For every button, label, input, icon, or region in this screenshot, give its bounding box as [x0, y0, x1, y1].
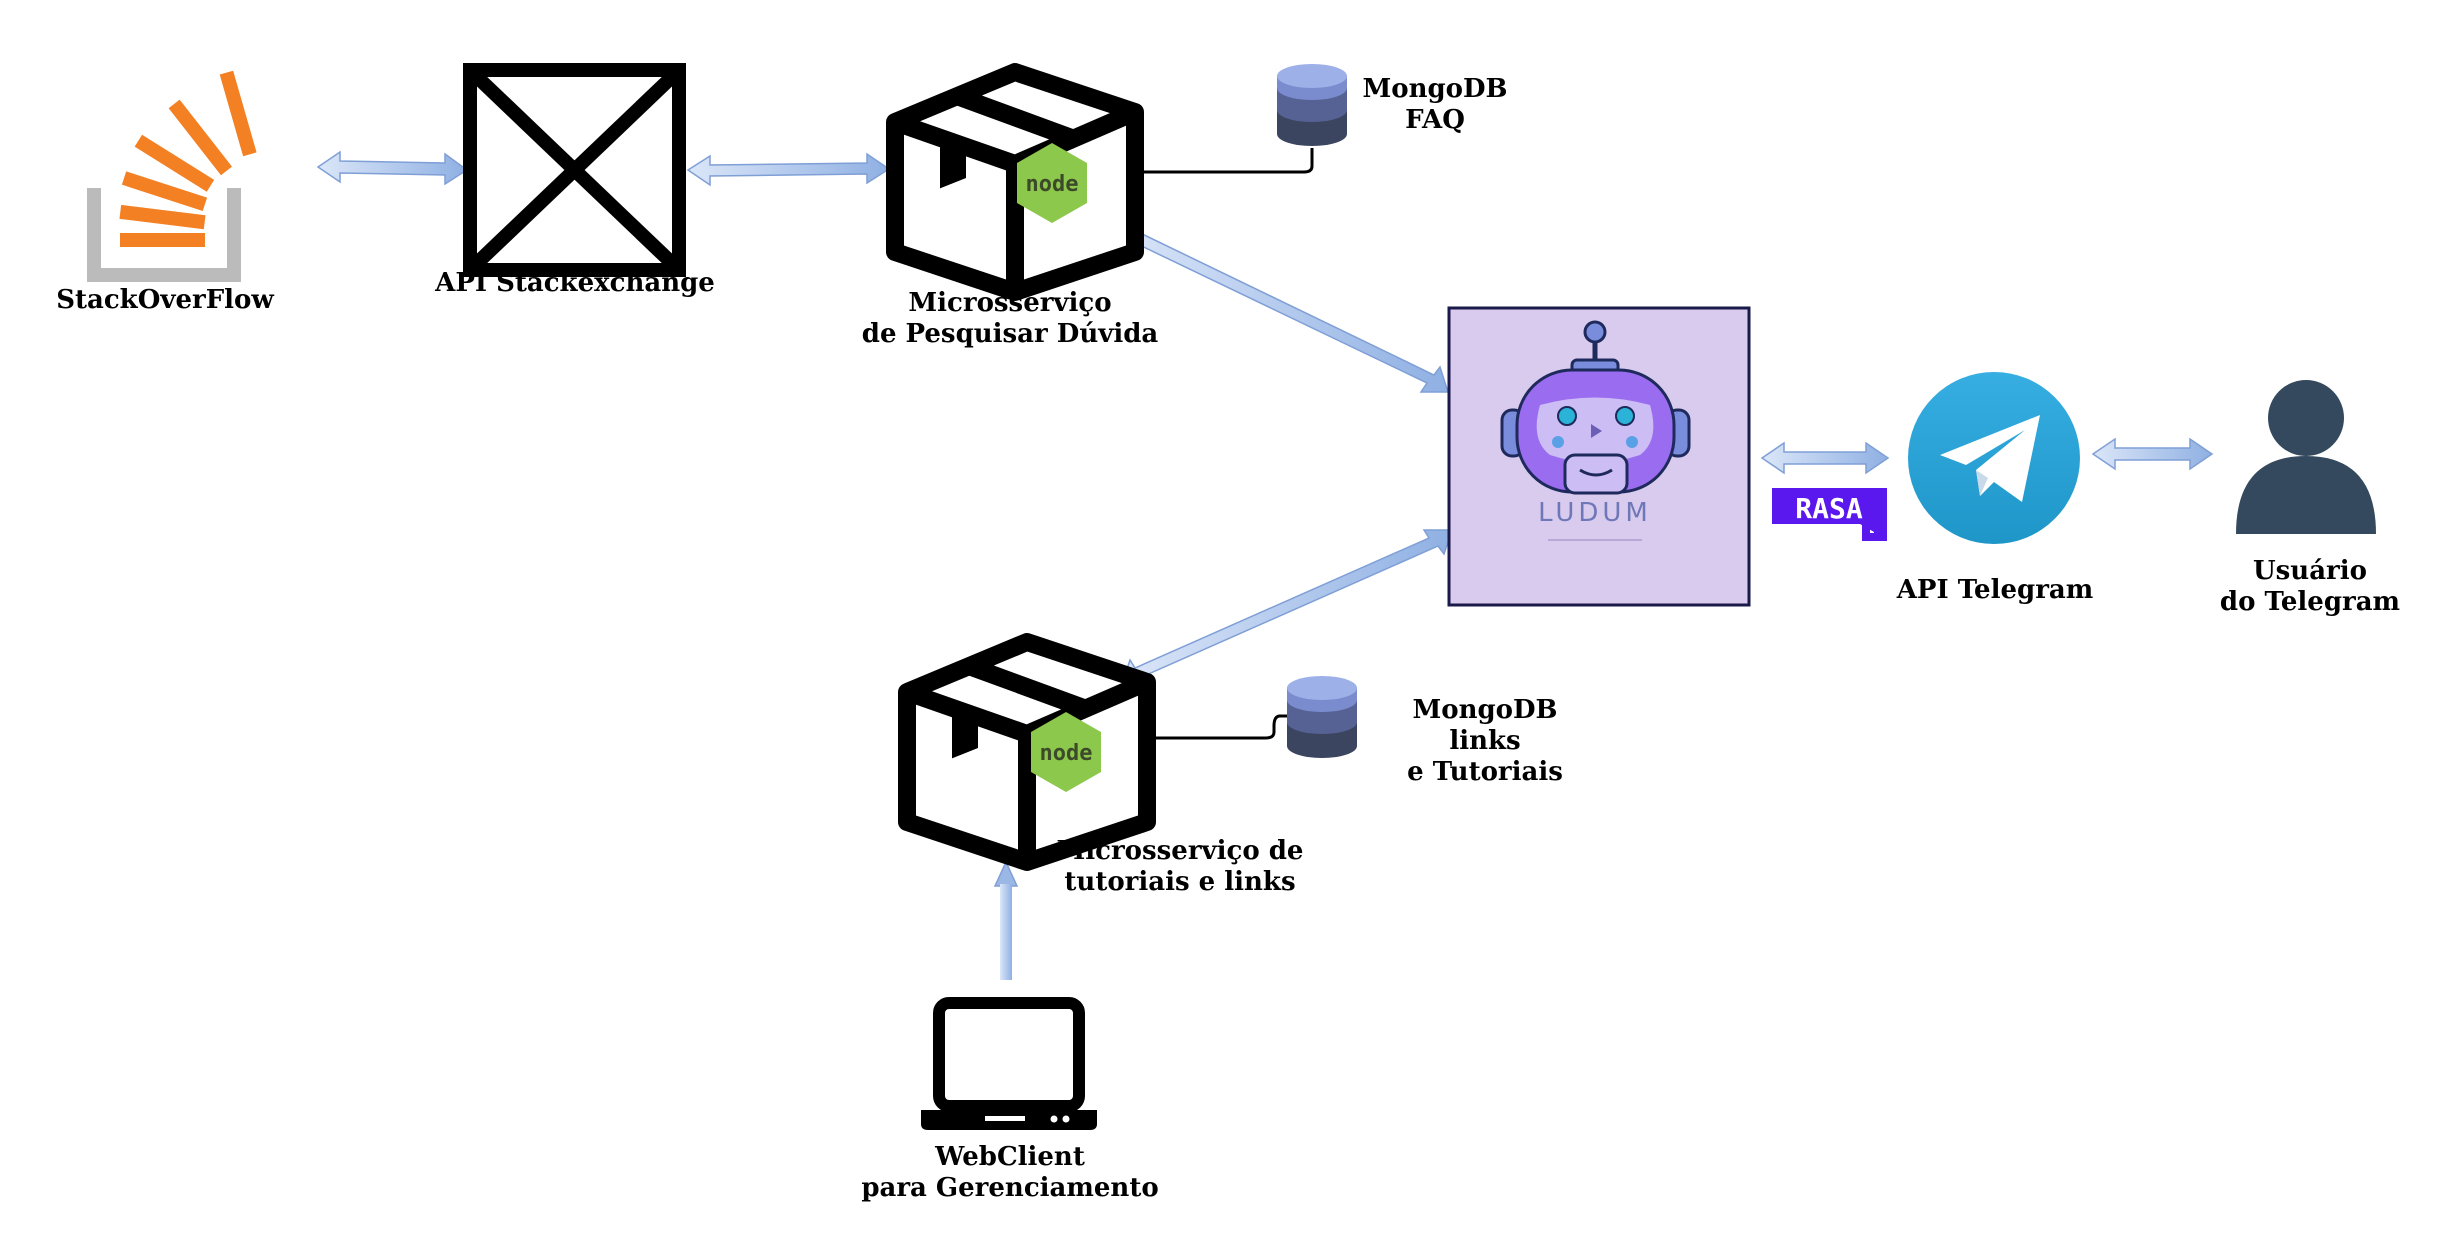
rasa-wordmark: RASA: [1795, 492, 1863, 525]
rasa-icon: RASA: [1772, 488, 1887, 541]
api-telegram-label-text: API Telegram: [1896, 575, 2094, 605]
user-icon: [2236, 380, 2376, 534]
api-stackexchange-label: API Stackexchange: [430, 268, 720, 299]
mongodb-links-line1: MongoDB: [1412, 695, 1558, 725]
ms-tutoriais-line2: tutoriais e links: [1064, 867, 1296, 897]
stackoverflow-icon: [87, 70, 257, 282]
webclient-label: WebClient para Gerenciamento: [860, 1142, 1160, 1204]
usuario-telegram-line2: do Telegram: [2219, 587, 2401, 617]
connector-ludum-telegram: [1760, 441, 1890, 475]
laptop-icon: [921, 997, 1097, 1130]
connector-mongofaq-mspesquisar: [1115, 148, 1314, 180]
ms-tutoriais-line1: Microsserviço de: [1056, 836, 1304, 866]
connector-webclient-mstutoriais: [993, 860, 1019, 980]
stackoverflow-label-text: StackOverFlow: [56, 285, 274, 315]
mongodb-faq-label: MongoDB FAQ: [1355, 74, 1515, 136]
webclient-line1: WebClient: [935, 1142, 1085, 1172]
ms-tutoriais-label: Microsserviço de tutoriais e links: [1040, 836, 1320, 898]
box-icon-tutoriais: [907, 642, 1147, 862]
connector-api-mspesquisar: [686, 152, 891, 187]
api-stackexchange-icon: [463, 63, 686, 277]
usuario-telegram-label: Usuário do Telegram: [2200, 556, 2420, 618]
connector-telegram-user: [2091, 437, 2214, 471]
ms-pesquisar-line1: Microsserviço: [908, 288, 1112, 318]
api-stackexchange-label-text: API Stackexchange: [435, 268, 715, 298]
connector-ludum-mstutoriais: [1120, 529, 1454, 685]
connector-stackoverflow-api: [316, 150, 469, 186]
mongodb-faq-line1: MongoDB: [1362, 74, 1508, 104]
stackoverflow-label: StackOverFlow: [40, 285, 290, 316]
robot-icon: [1500, 320, 1691, 541]
mongodb-links-line3: e Tutoriais: [1407, 757, 1563, 787]
ludum-wordmark: LUDUM: [1538, 498, 1652, 528]
api-telegram-label: API Telegram: [1880, 575, 2110, 606]
mongodb-links-line2: links: [1449, 726, 1521, 756]
mongodb-links-label: MongoDB links e Tutoriais: [1385, 695, 1585, 788]
database-icon-links: [1287, 676, 1357, 758]
usuario-telegram-line1: Usuário: [2253, 556, 2367, 586]
ms-pesquisar-label: Microsserviço de Pesquisar Dúvida: [840, 288, 1180, 350]
ms-pesquisar-line2: de Pesquisar Dúvida: [861, 319, 1159, 349]
mongodb-faq-line2: FAQ: [1405, 105, 1465, 135]
box-icon-pesquisar: [895, 72, 1135, 292]
telegram-icon: [1908, 372, 2080, 544]
database-icon-faq: [1277, 64, 1347, 146]
webclient-line2: para Gerenciamento: [861, 1173, 1159, 1203]
